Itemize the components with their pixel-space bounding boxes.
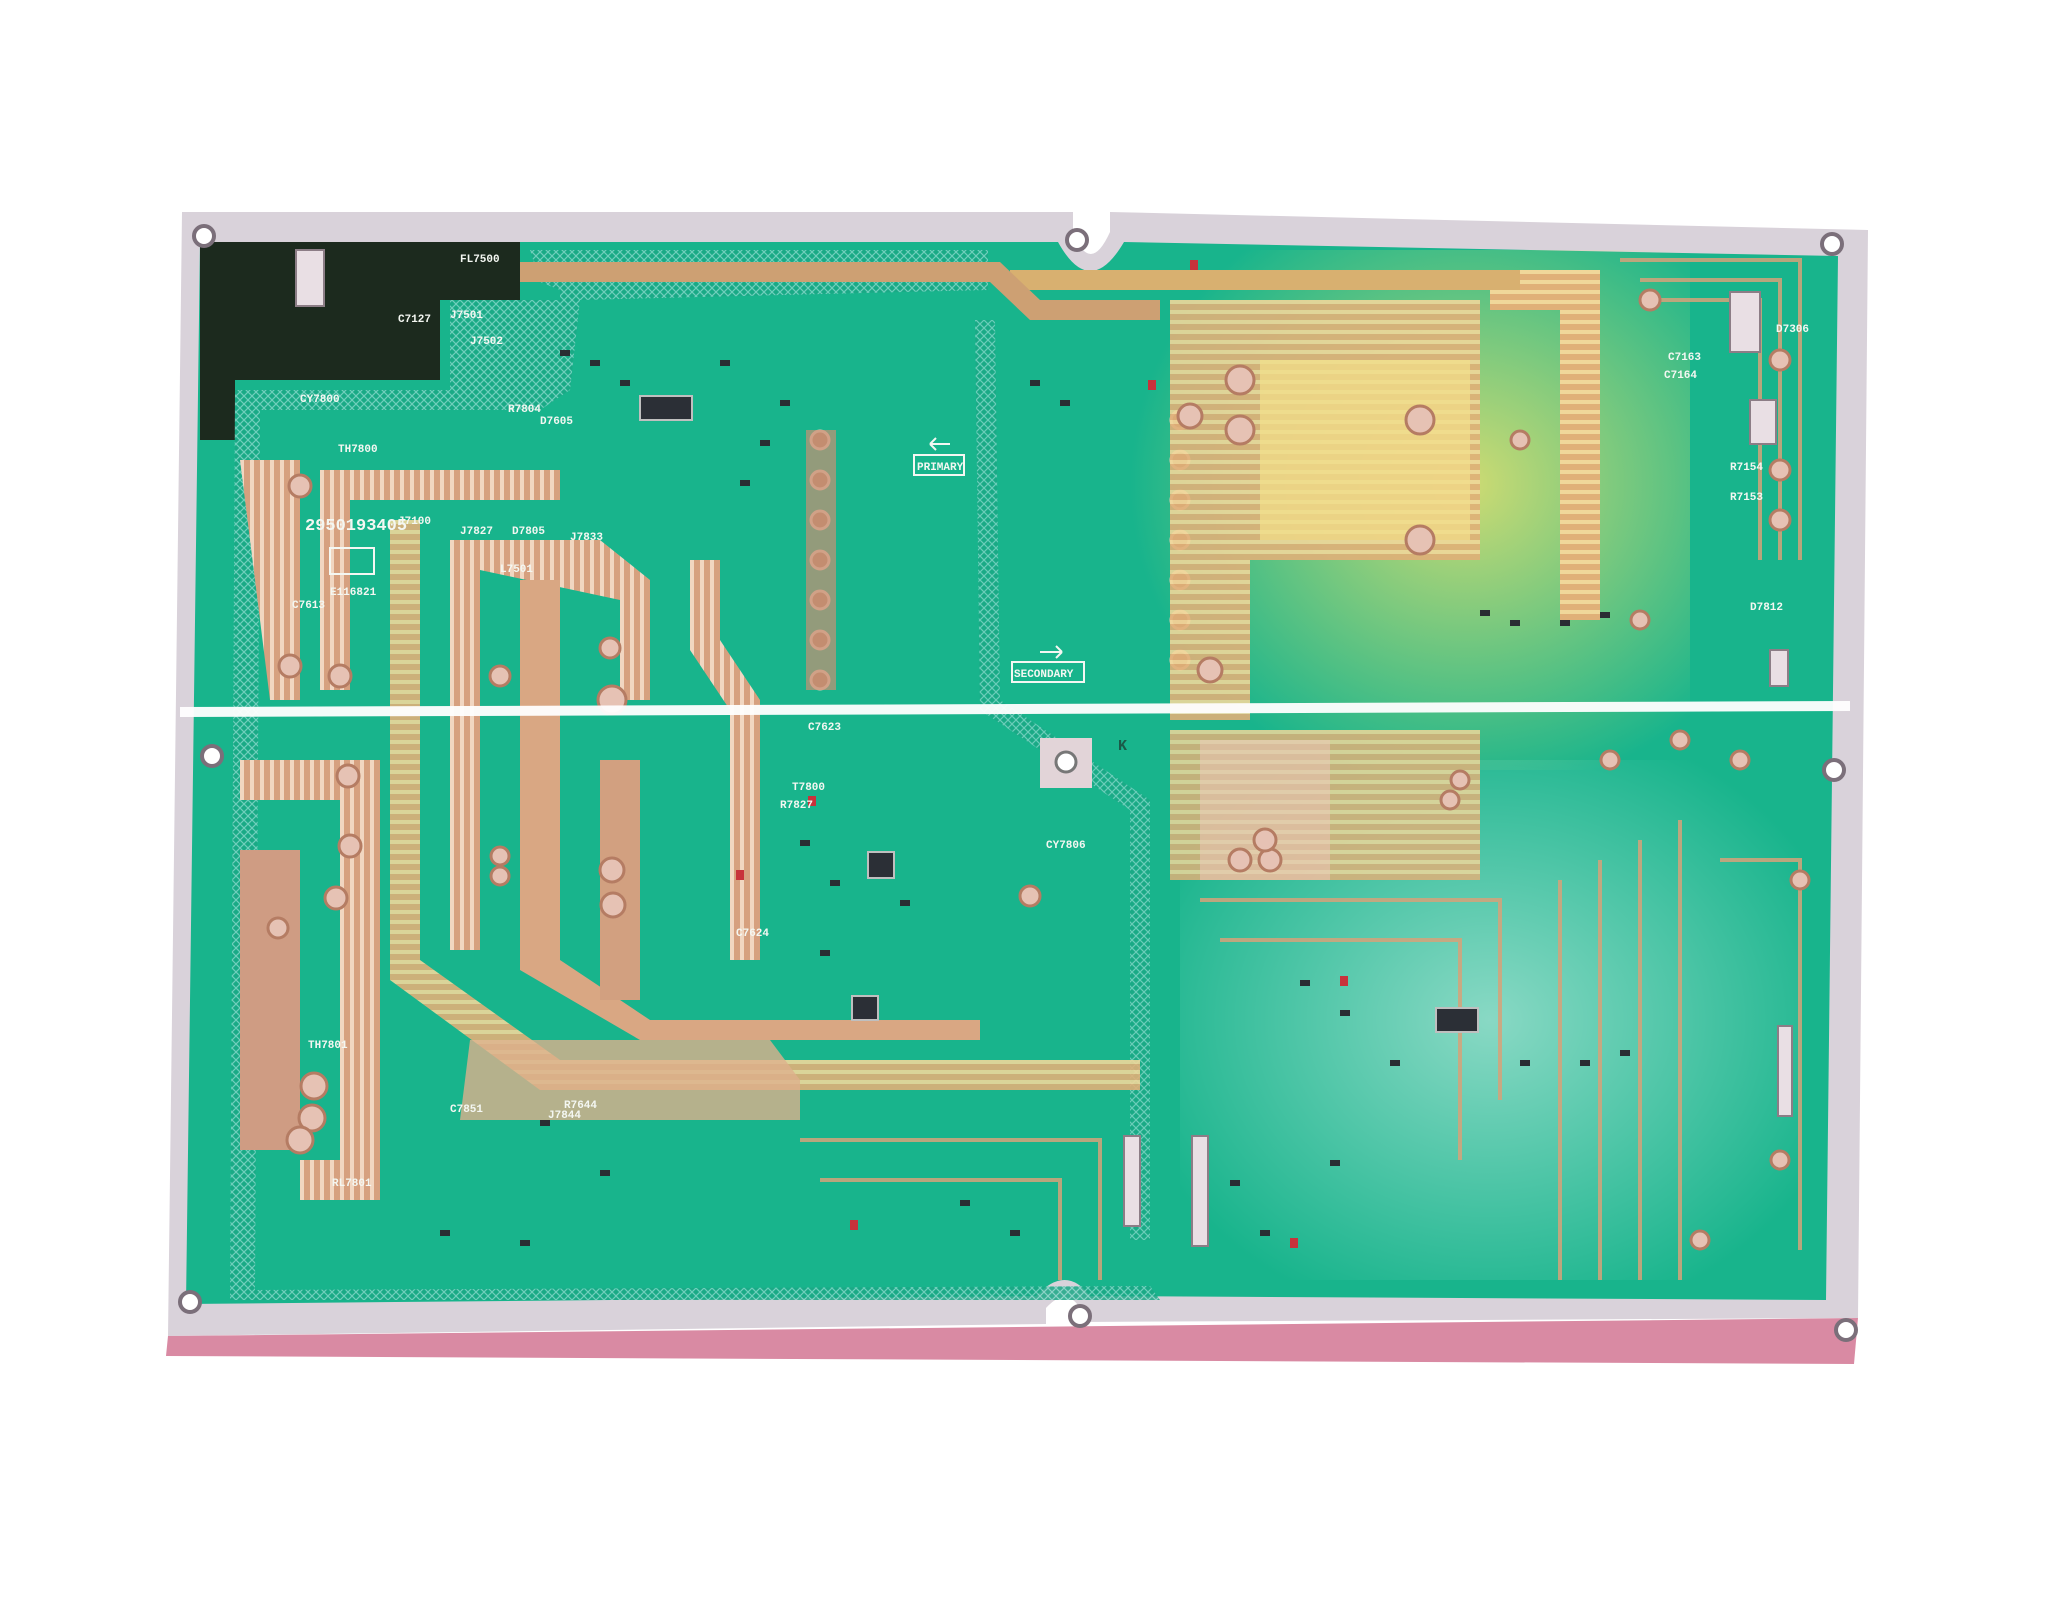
secondary-copper — [520, 262, 1600, 880]
silkscreen-ref: J7844 — [548, 1110, 581, 1122]
dark-corner — [200, 242, 520, 440]
transformer-pad-column — [806, 430, 836, 690]
silkscreen-ref: D7805 — [512, 526, 545, 538]
silkscreen-ref: C7163 — [1668, 352, 1701, 364]
silkscreen-ref: C7613 — [292, 600, 325, 612]
ic-chips — [639, 395, 1479, 1033]
secondary-label: SECONDARY — [1014, 669, 1074, 681]
silkscreen-ref: J7502 — [470, 336, 503, 348]
primary-label: PRIMARY — [917, 462, 964, 474]
smd-components — [440, 260, 1630, 1248]
silkscreen-ref: R7644 — [564, 1100, 597, 1112]
silkscreen-ref: J7501 — [450, 310, 483, 322]
silkscreen-ref: D7306 — [1776, 324, 1809, 336]
silkscreen-ref: D7605 — [540, 416, 573, 428]
silkscreen-ref: CY7800 — [300, 394, 340, 406]
silkscreen-ref: R7153 — [1730, 492, 1763, 504]
silkscreen-ref: L7501 — [500, 564, 533, 576]
connector-headers — [295, 249, 1793, 1247]
primary-label-box — [913, 437, 965, 476]
silkscreen-ref: R7804 — [508, 404, 541, 416]
silkscreen-ref: R7154 — [1730, 462, 1763, 474]
center-hole — [1054, 750, 1078, 774]
ul-code-text: E116821 — [330, 587, 377, 599]
silkscreen-ref: R7827 — [780, 800, 813, 812]
silkscreen-ref: RL7801 — [332, 1178, 372, 1190]
silkscreen-ref: TH7800 — [338, 444, 378, 456]
v-score-line — [179, 701, 1851, 717]
silkscreen-ref: C7164 — [1664, 370, 1697, 382]
secondary-label-box — [1011, 645, 1085, 683]
silkscreen-ref: C7851 — [450, 1104, 483, 1116]
part-number-text: 2950193405 — [305, 517, 407, 536]
primary-copper — [240, 460, 1140, 1200]
silkscreen-ref: T7800 — [792, 782, 825, 794]
silkscreen-ref: TH7801 — [308, 1040, 348, 1052]
silkscreen-ref: C7127 — [398, 314, 431, 326]
silkscreen-ref: J7827 — [460, 526, 493, 538]
silkscreen-ref: FL7500 — [460, 254, 500, 266]
ul-logo — [329, 547, 375, 575]
silkscreen-ref: J7100 — [398, 516, 431, 528]
silkscreen-ref: C7623 — [808, 722, 841, 734]
silkscreen-ref: J7833 — [570, 532, 603, 544]
board-bottom-edge — [166, 1318, 1858, 1364]
silkscreen-ref: C7624 — [736, 928, 769, 940]
silkscreen-ref: CY7806 — [1046, 840, 1086, 852]
pads — [266, 288, 1811, 1251]
silkscreen-ref: D7812 — [1750, 602, 1783, 614]
corner-mark-text: K — [1118, 738, 1127, 755]
